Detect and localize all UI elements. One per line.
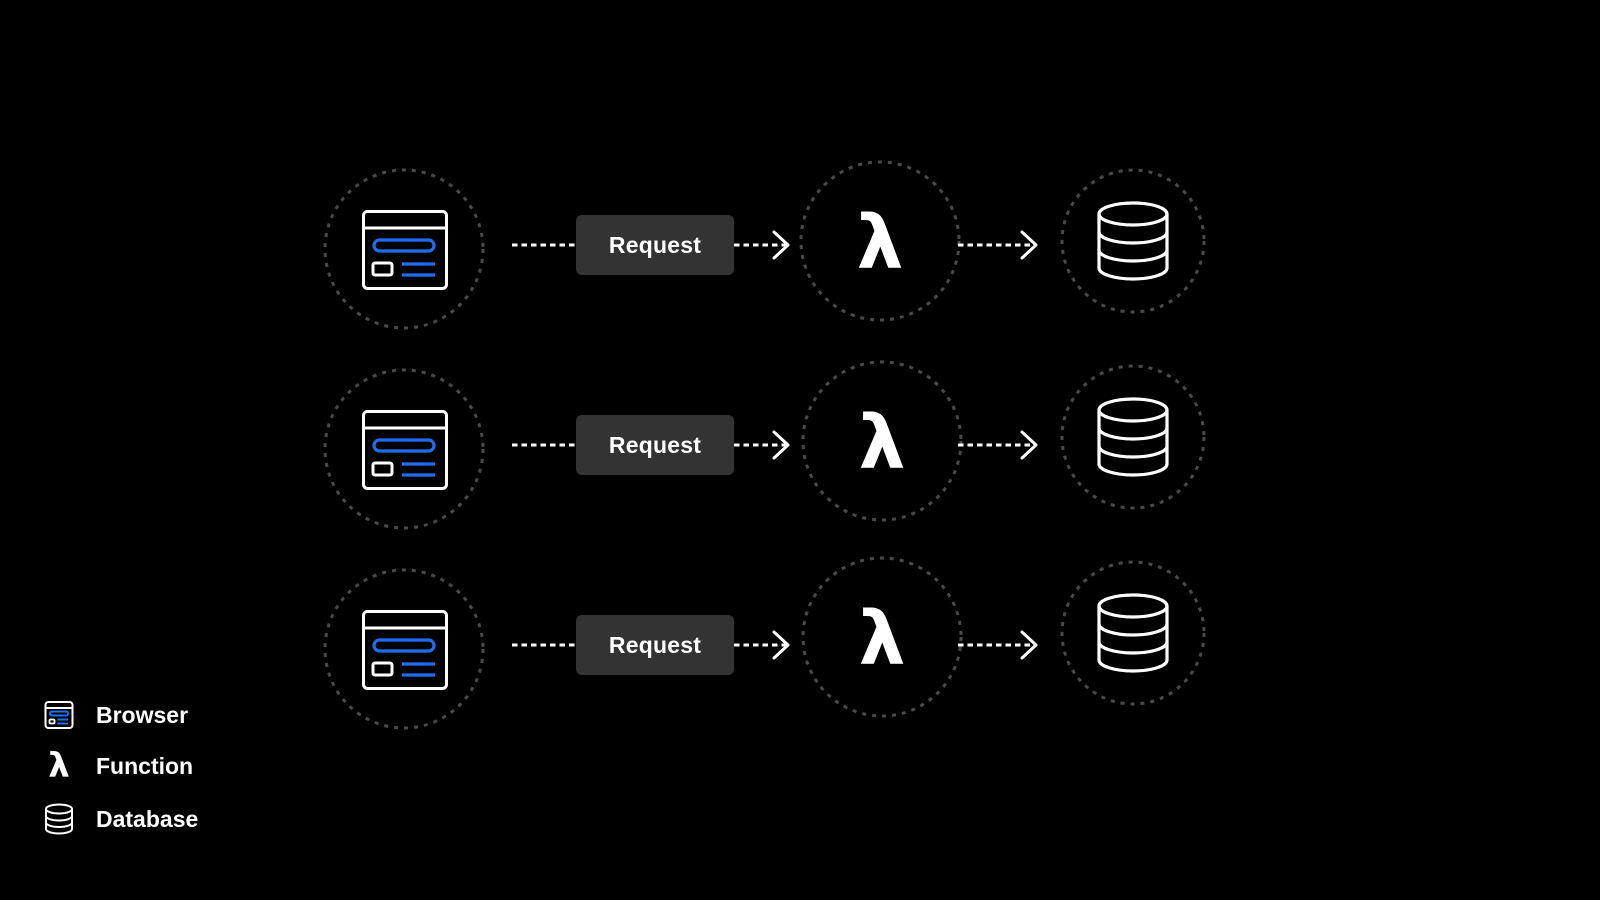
lambda-icon: λ	[859, 400, 906, 486]
browser-icon	[362, 610, 448, 690]
arrow-head-icon	[1020, 230, 1038, 260]
database-icon	[1097, 201, 1169, 281]
browser-icon	[362, 410, 448, 490]
legend: Browser λ Function Database	[42, 701, 199, 835]
legend-label-database: Database	[96, 805, 199, 832]
function-node: λ	[799, 160, 961, 322]
flow-row-3: Request λ	[323, 556, 1206, 730]
browser-ring	[323, 168, 485, 330]
function-node: λ	[801, 556, 963, 718]
legend-item-database: Database	[42, 803, 199, 835]
legend-label-function: Function	[96, 752, 194, 779]
arrow-head-icon	[1020, 630, 1038, 660]
database-icon	[1097, 397, 1169, 477]
arrow-head-icon	[1020, 430, 1038, 460]
database-node	[1060, 560, 1206, 706]
browser-node	[323, 368, 485, 530]
arrow-head-icon	[772, 630, 790, 660]
legend-label-browser: Browser	[96, 701, 189, 728]
browser-ring	[323, 568, 485, 730]
request-label: Request	[609, 232, 701, 258]
browser-ring	[323, 368, 485, 530]
arrow-head-icon	[772, 430, 790, 460]
request-badge: Request	[576, 415, 734, 475]
browser-node	[323, 168, 485, 330]
request-label: Request	[609, 432, 701, 458]
arrow-head-icon	[772, 230, 790, 260]
database-icon	[42, 802, 76, 836]
flow-row-1: Request λ	[323, 160, 1206, 330]
request-badge-bg	[576, 615, 734, 675]
lambda-icon: λ	[857, 200, 904, 286]
request-badge-bg	[576, 415, 734, 475]
database-node	[1060, 168, 1206, 314]
database-node	[1060, 364, 1206, 510]
lambda-icon: λ	[48, 746, 70, 786]
function-ring	[801, 556, 963, 718]
database-icon	[1097, 593, 1169, 673]
browser-icon	[42, 698, 76, 732]
lambda-icon: λ	[859, 596, 906, 682]
request-label: Request	[609, 632, 701, 658]
browser-node	[323, 568, 485, 730]
legend-item-browser: Browser	[42, 701, 198, 729]
browser-icon	[362, 210, 448, 290]
request-badge-bg	[576, 215, 734, 275]
flow-row-2: Request λ	[323, 360, 1206, 530]
function-ring	[799, 160, 961, 322]
request-badge: Request	[576, 215, 734, 275]
database-ring	[1060, 364, 1206, 510]
function-node: λ	[801, 360, 963, 522]
legend-item-function: λ Function	[42, 749, 198, 783]
database-ring	[1060, 560, 1206, 706]
database-ring	[1060, 168, 1206, 314]
function-ring	[801, 360, 963, 522]
request-badge: Request	[576, 615, 734, 675]
